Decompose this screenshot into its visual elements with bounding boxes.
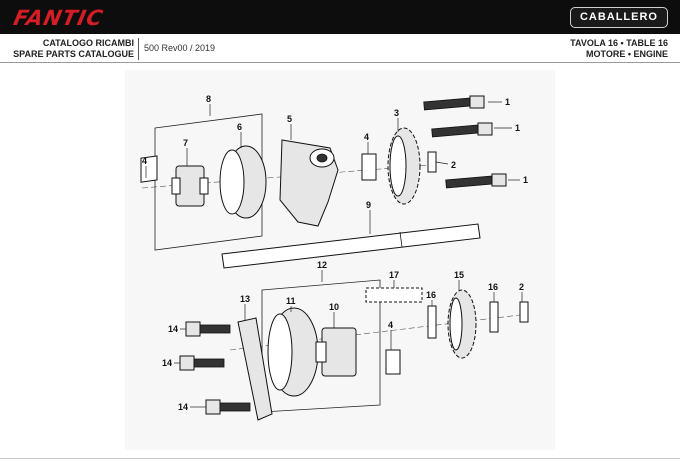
rotor-ring-part-6 xyxy=(219,145,267,219)
catalogue-title: CATALOGO RICAMBI SPARE PARTS CATALOGUE xyxy=(0,38,134,60)
callout-labels: 1 1 1 2 3 4 5 6 7 8 4 9 12 17 15 16 16 2… xyxy=(142,94,528,412)
callout-15: 15 xyxy=(454,270,464,280)
gear-part-15 xyxy=(447,289,477,359)
callout-9: 9 xyxy=(366,200,371,210)
callout-1-top: 1 xyxy=(505,97,510,107)
shaft-part-9 xyxy=(221,223,481,269)
pin-part-17 xyxy=(365,287,423,303)
footer-divider xyxy=(0,458,680,459)
spring-part-16-left xyxy=(427,305,437,339)
callout-4-lower: 4 xyxy=(388,320,393,330)
callout-8: 8 xyxy=(206,94,211,104)
callout-17: 17 xyxy=(389,270,399,280)
callout-14-top: 14 xyxy=(168,324,178,334)
callout-4-middle: 4 xyxy=(364,132,369,142)
bushing-part-4-lower xyxy=(385,349,401,375)
callout-16-right: 16 xyxy=(488,282,498,292)
bushing-part-4-middle xyxy=(361,153,377,181)
callout-16-left: 16 xyxy=(426,290,436,300)
bolt-part-1-top xyxy=(423,95,485,111)
catalogue-title-en: SPARE PARTS CATALOGUE xyxy=(13,49,134,59)
callout-3: 3 xyxy=(394,108,399,118)
callout-14-middle: 14 xyxy=(162,358,172,368)
top-bar: FANTIC CABALLERO xyxy=(0,0,680,34)
callout-10: 10 xyxy=(329,302,339,312)
table-title: TAVOLA 16 • TABLE 16 xyxy=(570,38,668,48)
rotor-ring-part-11 xyxy=(267,307,319,397)
bolt-part-14-top xyxy=(185,321,231,337)
model-badge: CABALLERO xyxy=(569,7,668,28)
header-divider xyxy=(138,38,139,60)
spring-part-16-right xyxy=(489,301,499,333)
catalogue-title-it: CATALOGO RICAMBI xyxy=(42,38,134,48)
callout-5: 5 xyxy=(287,114,292,124)
bolt-part-1-bottom xyxy=(445,173,507,189)
bushing-part-4-upper xyxy=(140,155,158,183)
callout-11: 11 xyxy=(286,296,296,306)
callout-4-upper: 4 xyxy=(142,156,147,166)
rotor-part-10 xyxy=(315,327,357,377)
clip-part-2-lower xyxy=(519,301,529,323)
clip-part-2-upper xyxy=(427,151,437,173)
gear-part-3 xyxy=(387,127,421,205)
callout-13: 13 xyxy=(240,294,250,304)
pump-body-part-5 xyxy=(279,139,339,227)
callout-7: 7 xyxy=(183,138,188,148)
callout-12: 12 xyxy=(317,260,327,270)
catalogue-header: CATALOGO RICAMBI SPARE PARTS CATALOGUE 5… xyxy=(0,34,680,63)
callout-2-upper: 2 xyxy=(451,160,456,170)
cover-part-13 xyxy=(237,317,273,421)
bolt-part-14-middle xyxy=(179,355,225,371)
callout-1-middle: 1 xyxy=(515,123,520,133)
assembly-box-8 xyxy=(154,113,263,251)
section-title: MOTORE • ENGINE xyxy=(586,49,668,59)
bolt-part-14-bottom xyxy=(205,399,251,415)
bolt-part-1-middle xyxy=(431,122,493,138)
callout-1-bottom: 1 xyxy=(523,175,528,185)
table-info: TAVOLA 16 • TABLE 16 MOTORE • ENGINE xyxy=(570,38,668,60)
callout-2-lower: 2 xyxy=(519,282,524,292)
callout-6: 6 xyxy=(237,122,242,132)
rotor-part-7 xyxy=(171,165,209,207)
revision-label: 500 Rev00 / 2019 xyxy=(144,43,216,53)
callout-14-bottom: 14 xyxy=(178,402,188,412)
leader-lines xyxy=(145,101,523,408)
